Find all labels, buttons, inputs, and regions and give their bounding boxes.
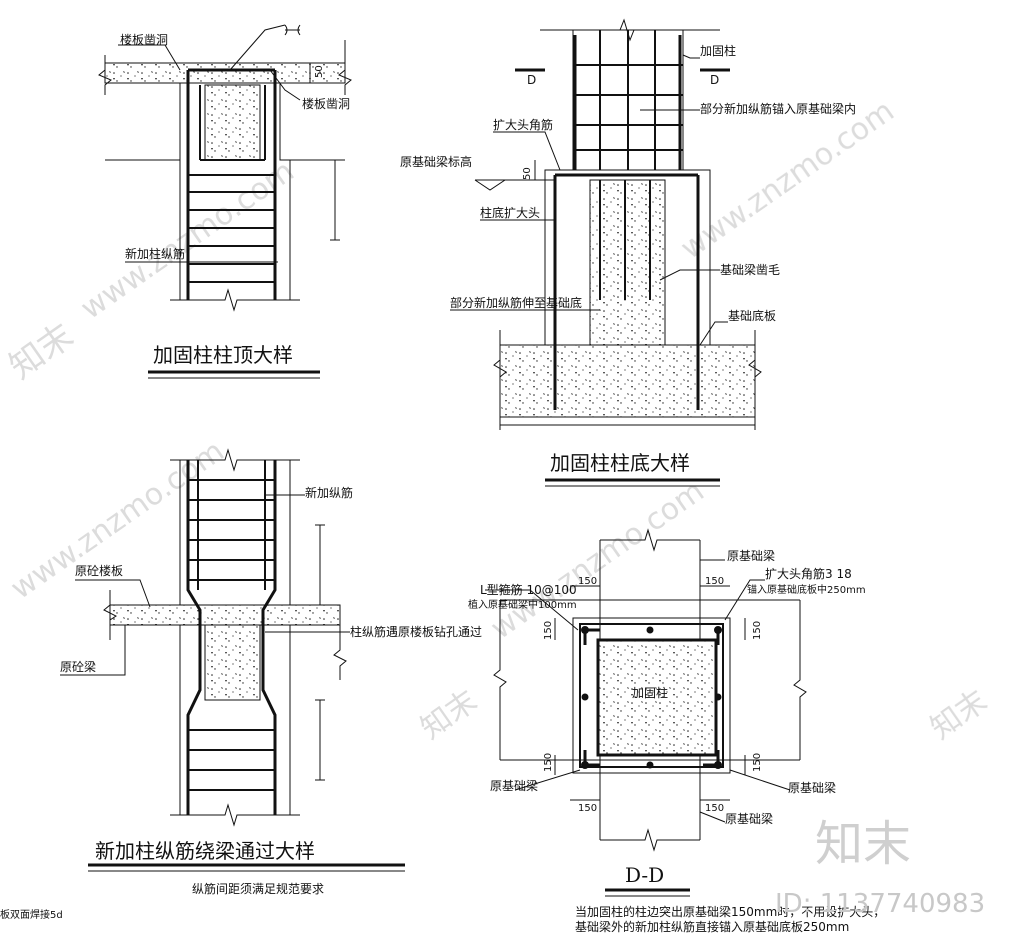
detail-column-top-text: 楼板凿洞 楼板凿洞 新加柱纵筋 50 加固柱柱顶大样 — [120, 32, 350, 367]
watermark-brand: 知末 — [925, 683, 994, 746]
brand-logo-text: 知末 — [815, 816, 911, 872]
subtitle-rebar-spacing: 纵筋间距须满足规范要求 — [192, 881, 324, 896]
dim-150: 150 — [543, 621, 554, 640]
label-stirrup-2: 植入原基础梁中100mm — [468, 598, 577, 611]
dim-150: 150 — [578, 803, 597, 814]
dim-50: 50 — [522, 167, 533, 180]
label-anchor: 部分新加纵筋锚入原基础梁内 — [700, 101, 856, 116]
label-slab-hole-2: 楼板凿洞 — [302, 96, 350, 111]
title-column-base: 加固柱柱底大样 — [550, 451, 690, 475]
brand-id-text: ID: 1137740983 — [775, 889, 985, 919]
label-new-rebar: 新加柱纵筋 — [125, 246, 185, 261]
label-level: 原基础梁标高 — [400, 154, 472, 169]
label-beam-right: 原基础梁 — [788, 780, 836, 795]
detail-column-base — [450, 18, 762, 487]
detail-section-dd — [485, 528, 807, 897]
label-column: 加固柱 — [632, 685, 668, 700]
label-beam-left: 原基础梁 — [490, 778, 538, 793]
detail-section-dd-text: 原基础梁 扩大头角筋3 18 锚入原基础底板中250mm L型箍筋 10@100… — [468, 548, 885, 934]
label-angle: 扩大头角筋 — [493, 117, 553, 132]
dim-50: 50 — [314, 65, 325, 78]
detail-column-top — [98, 24, 352, 379]
section-mark-right: D — [710, 73, 719, 87]
label-slab: 基础底板 — [728, 308, 776, 323]
label-stirrup: L型箍筋 10@100 — [480, 582, 577, 597]
note-left: 板双面焊接5d — [0, 908, 63, 921]
note-1: 当加固柱的柱边突出原基础梁150mm时，不用设扩大头， — [575, 904, 885, 919]
label-beam: 原砼梁 — [60, 659, 96, 674]
dim-150: 150 — [578, 576, 597, 587]
detail-rebar-bypass — [60, 448, 405, 872]
watermark-site: www.znzmo.com — [485, 474, 711, 647]
label-drill: 柱纵筋遇原楼板钻孔通过 — [350, 624, 482, 639]
label-column: 加固柱 — [700, 43, 736, 58]
label-new-rebar: 新加纵筋 — [305, 485, 353, 500]
section-mark-left: D — [527, 73, 536, 87]
dim-150: 150 — [752, 753, 763, 772]
detail-column-base-text: 加固柱 部分新加纵筋锚入原基础梁内 扩大头角筋 原基础梁标高 柱底扩大头 基础梁… — [400, 43, 856, 475]
brand-watermark-corner: 知末 ID: 1137740983 — [775, 816, 985, 919]
watermark-site: www.znzmo.com — [675, 94, 901, 267]
watermark-layer: 知末 www.znzmo.com www.znzmo.com www.znzmo… — [2, 94, 994, 747]
label-enlarged: 柱底扩大头 — [480, 205, 540, 220]
title-rebar-bypass: 新加柱纵筋绕梁通过大样 — [95, 839, 315, 863]
note-2: 基础梁外的新加柱纵筋直接锚入原基础底板250mm — [575, 919, 849, 934]
label-rough: 基础梁凿毛 — [720, 262, 780, 277]
dim-150: 150 — [705, 576, 724, 587]
label-angle: 扩大头角筋3 18 — [765, 566, 852, 581]
label-extend: 部分新加纵筋伸至基础底 — [450, 295, 582, 310]
detail-rebar-bypass-text: 新加纵筋 原砼楼板 原砼梁 柱纵筋遇原楼板钻孔通过 新加柱纵筋绕梁通过大样 纵筋… — [0, 485, 482, 921]
dim-150: 150 — [543, 753, 554, 772]
dim-150: 150 — [705, 803, 724, 814]
label-slab: 原砼楼板 — [75, 563, 123, 578]
watermark-brand: 知末 — [415, 683, 484, 746]
watermark-brand: 知末 — [2, 316, 81, 388]
label-beam-bottom: 原基础梁 — [725, 811, 773, 826]
dim-150: 150 — [752, 621, 763, 640]
title-column-top: 加固柱柱顶大样 — [153, 343, 293, 367]
label-angle-2: 锚入原基础底板中250mm — [747, 583, 866, 596]
label-slab-hole-1: 楼板凿洞 — [120, 32, 168, 47]
title-section-dd: D-D — [625, 863, 664, 887]
label-beam-top: 原基础梁 — [727, 548, 775, 563]
